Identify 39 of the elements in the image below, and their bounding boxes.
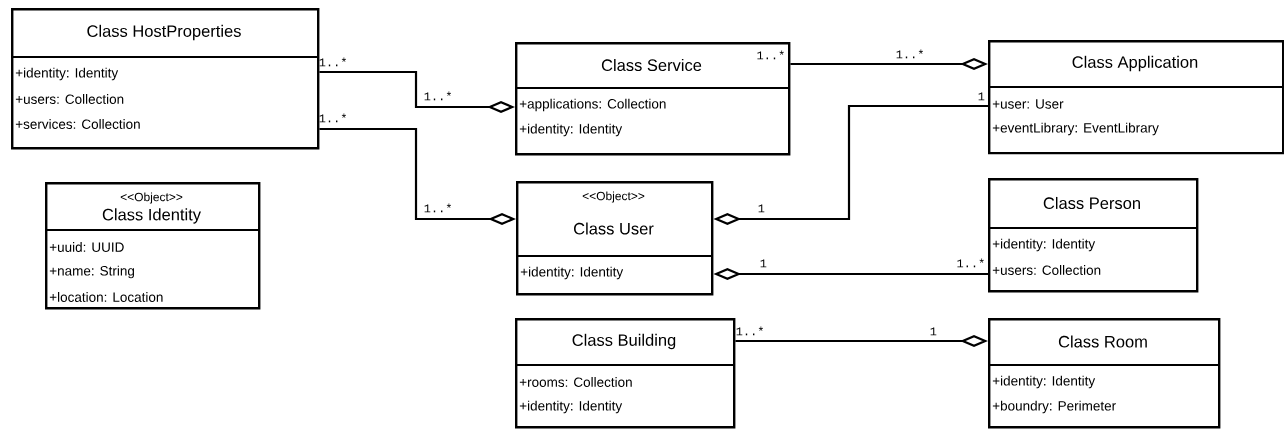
multiplicity: 1..* bbox=[424, 91, 452, 101]
attribute: +identity: Identity bbox=[519, 123, 623, 137]
class-name: Class Application bbox=[1072, 55, 1198, 72]
multiplicity: 1 bbox=[758, 204, 765, 213]
attribute: +identity: Identity bbox=[519, 400, 623, 414]
class-name: Class User bbox=[574, 222, 654, 235]
attribute: +rooms: Collection bbox=[519, 377, 632, 387]
attribute: +users: Collection bbox=[992, 265, 1101, 275]
multiplicity: 1 bbox=[930, 327, 937, 336]
attribute: +identity: Identity bbox=[520, 266, 624, 280]
multiplicity: 1..* bbox=[757, 50, 784, 60]
attribute: +identity: Identity bbox=[992, 238, 1096, 252]
attribute: +location: Location bbox=[49, 292, 163, 302]
multiplicity: 1 bbox=[978, 92, 985, 101]
attribute: +services: Collection bbox=[15, 119, 140, 129]
class-name: Class Person bbox=[1043, 196, 1140, 210]
attribute: +users: Collection bbox=[15, 94, 124, 104]
multiplicity: 1 bbox=[760, 259, 767, 268]
class-name: Class HostProperties bbox=[87, 24, 241, 41]
attribute: +user: User bbox=[992, 99, 1064, 109]
multiplicity: 1..* bbox=[736, 326, 764, 336]
multiplicity: 1..* bbox=[957, 258, 984, 268]
attribute: +name: String bbox=[49, 265, 134, 279]
class-name: Class Building bbox=[572, 333, 676, 350]
stereotype: <<Object>> bbox=[582, 191, 645, 203]
attribute: +identity: Identity bbox=[15, 67, 119, 81]
multiplicity: 1..* bbox=[319, 57, 347, 67]
class-name: Class Identity bbox=[102, 208, 201, 224]
attribute: +eventLibrary: EventLibrary bbox=[992, 122, 1159, 136]
class-name: Class Service bbox=[601, 58, 702, 72]
multiplicity: 1..* bbox=[319, 113, 347, 123]
attribute: +boundry: Perimeter bbox=[992, 400, 1116, 414]
attribute: +applications: Collection bbox=[519, 98, 666, 112]
multiplicity: 1..* bbox=[896, 49, 924, 59]
class-name: Class Room bbox=[1058, 335, 1147, 348]
attribute: +identity: Identity bbox=[992, 375, 1096, 389]
multiplicity: 1..* bbox=[424, 203, 452, 213]
attribute: +uuid: UUID bbox=[49, 242, 124, 252]
stereotype: <<Object>> bbox=[120, 192, 183, 204]
